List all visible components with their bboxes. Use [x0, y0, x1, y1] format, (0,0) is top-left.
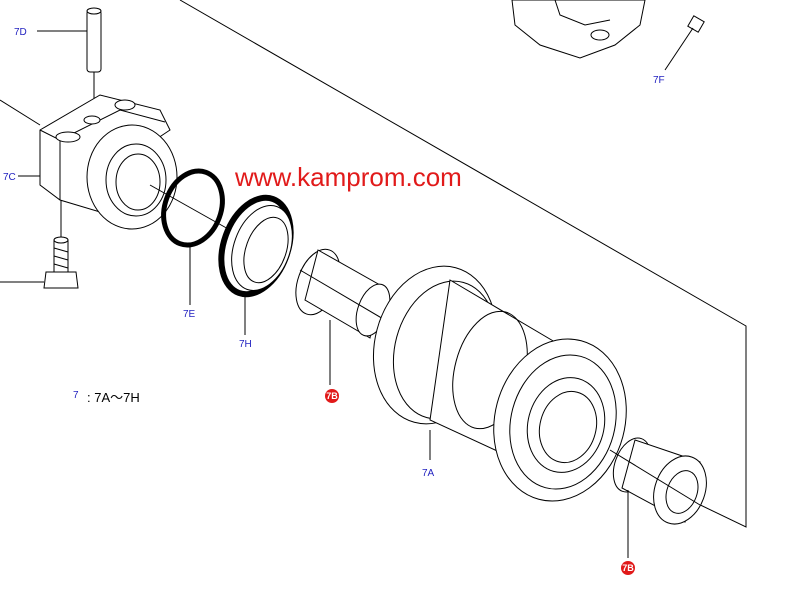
assembly-frame-lines: [179, 0, 747, 528]
callout-7h: 7H: [239, 339, 252, 350]
bracket-7c: [0, 94, 178, 230]
bolt: [0, 200, 79, 289]
callout-7c: 7C: [3, 172, 16, 183]
roller-7a: [372, 265, 627, 502]
bushing-7b-right: [609, 437, 707, 558]
legend-key: 7: [73, 390, 79, 401]
pin-7d: [86, 7, 102, 120]
callout-7f: 7F: [653, 75, 665, 86]
watermark: www.kamprom.com: [234, 162, 462, 192]
o-ring-7e: [149, 168, 231, 305]
legend-text: : 7A～7H: [87, 390, 140, 405]
callout-7b-left: 7B: [325, 389, 339, 403]
callout-7a: 7A: [422, 468, 435, 479]
bracket-top-right: [511, 0, 705, 71]
callout-7d: 7D: [14, 27, 27, 38]
svg-text:7B: 7B: [622, 563, 634, 573]
svg-text:7B: 7B: [326, 391, 338, 401]
callout-7b-right: 7B: [621, 561, 635, 575]
seal-7h: [218, 194, 294, 335]
callout-7e: 7E: [183, 309, 196, 320]
